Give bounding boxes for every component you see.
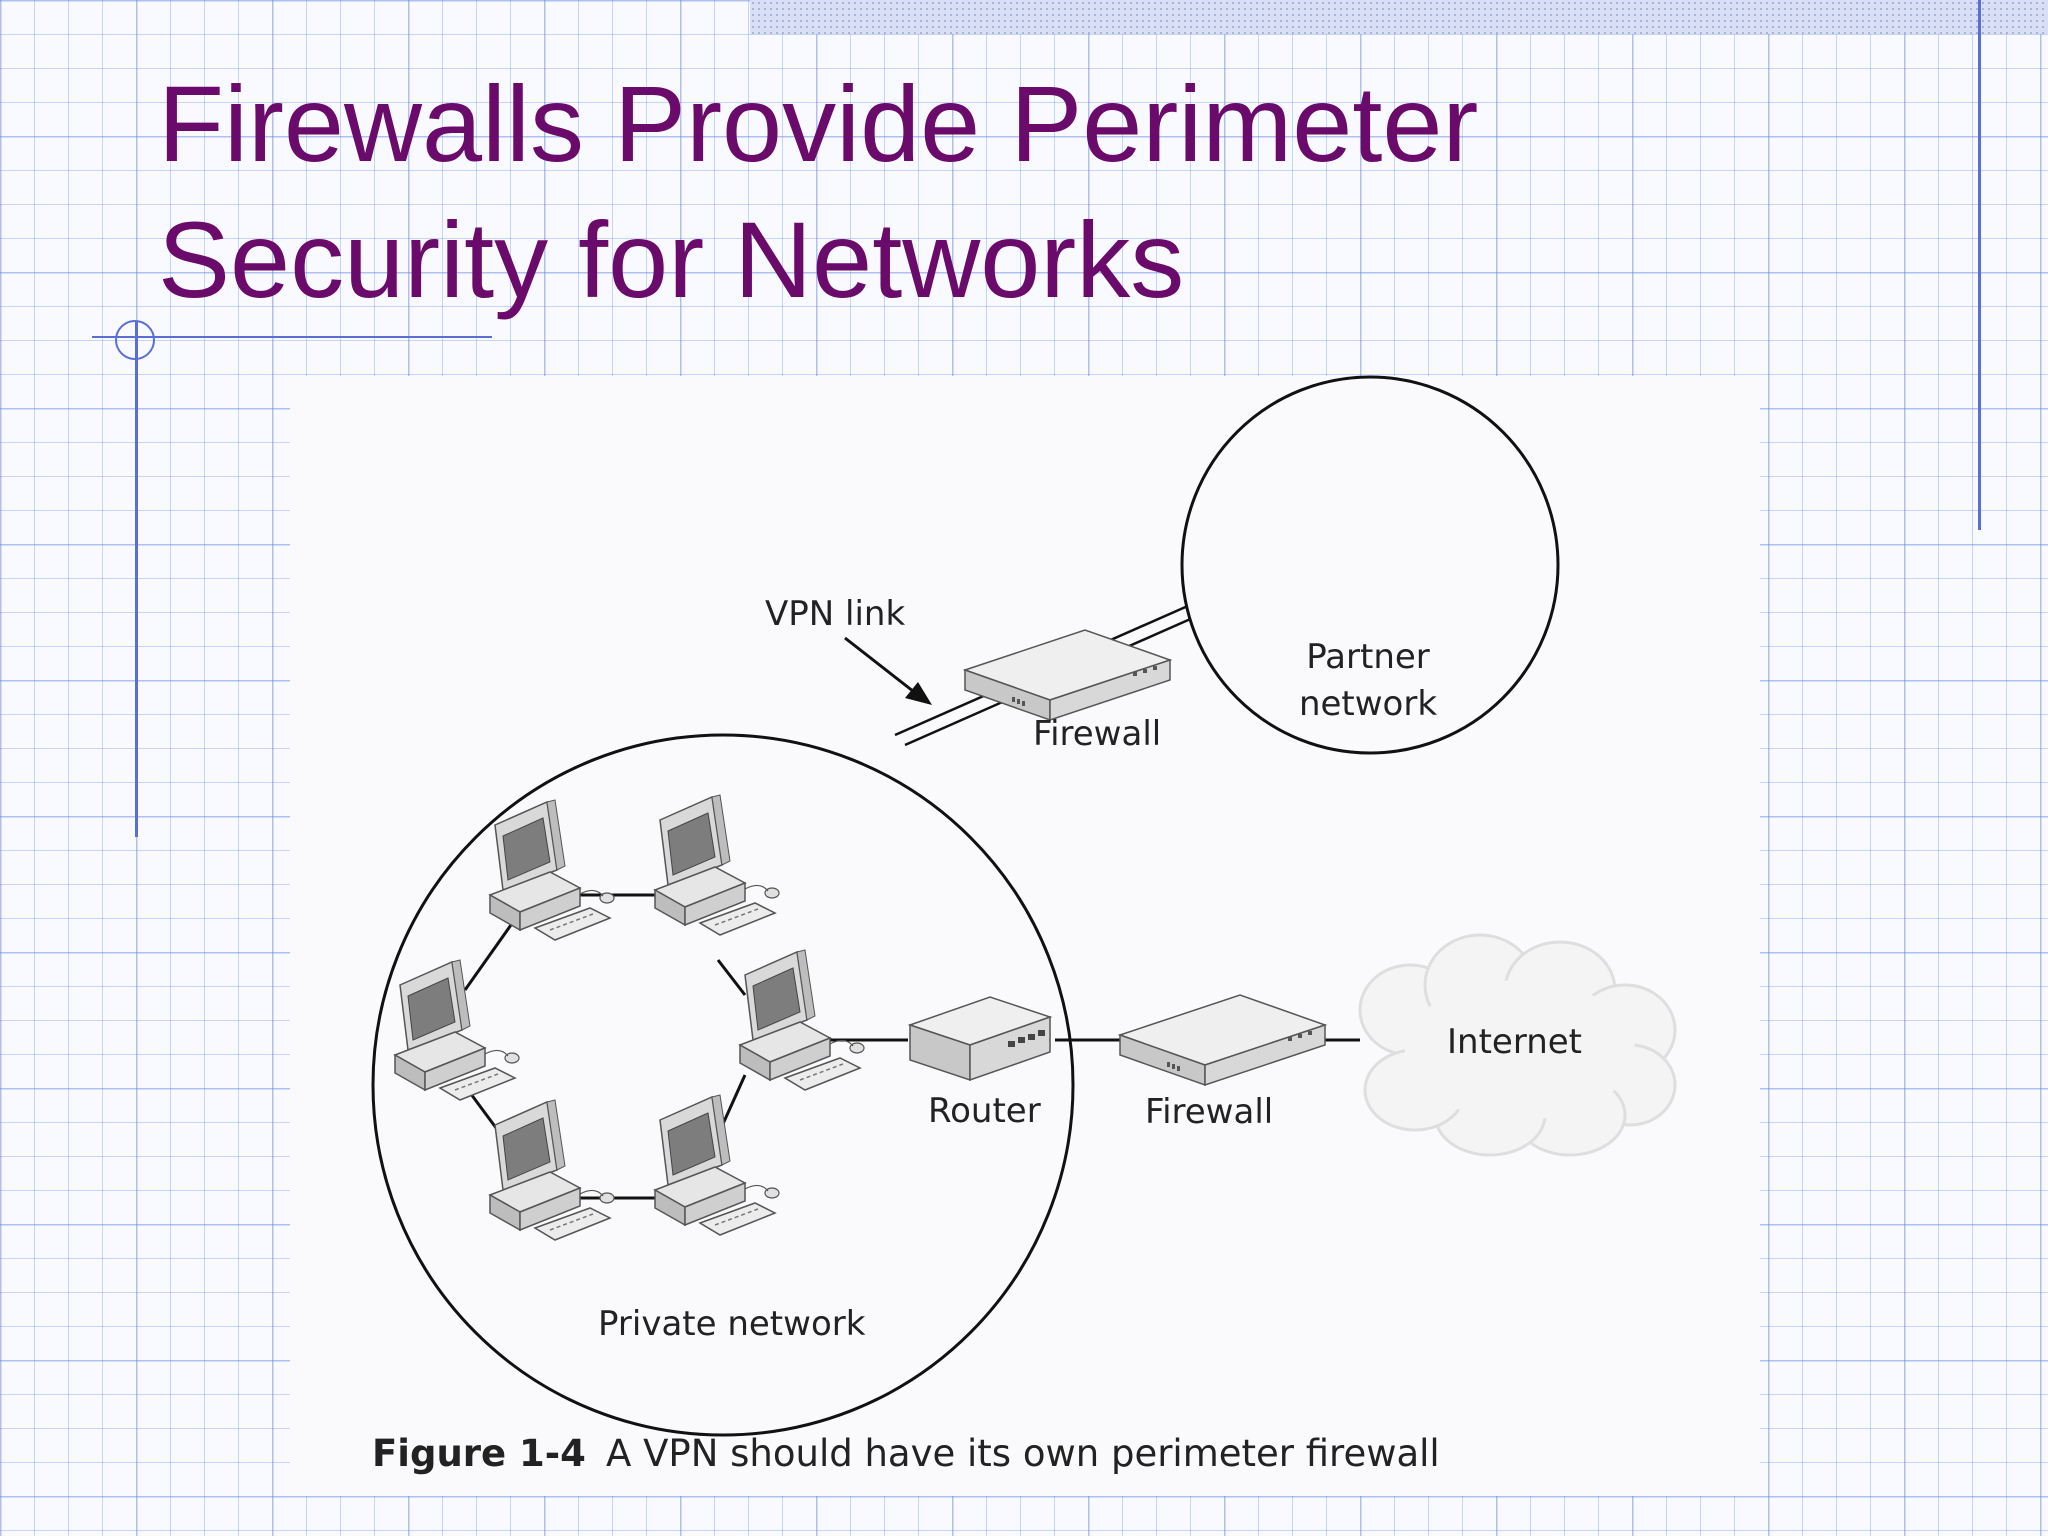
pc-top-left-icon xyxy=(489,799,615,941)
vpn-arrow xyxy=(844,636,932,705)
private-network-label: Private network xyxy=(598,1304,866,1344)
firewall-bottom-label: Firewall xyxy=(1145,1092,1273,1132)
title-line-1: Firewalls Provide Perimeter xyxy=(158,63,1479,184)
partner-network-label-line1: Partner xyxy=(1306,637,1430,677)
router-icon xyxy=(907,996,1053,1082)
internet-cloud xyxy=(1358,933,1677,1157)
firewall-bottom-icon xyxy=(1119,994,1326,1086)
firewall-top-icon xyxy=(964,629,1171,721)
pc-bottom-right-icon xyxy=(654,1094,780,1236)
title-underline xyxy=(92,336,492,338)
top-decorative-band xyxy=(750,0,2048,34)
vpn-link-label: VPN link xyxy=(765,594,905,634)
figure-caption: A VPN should have its own perimeter fire… xyxy=(606,1432,1440,1475)
pc-top-right-icon xyxy=(654,794,780,936)
pc-left-icon xyxy=(394,959,520,1101)
pc-bottom-left-icon xyxy=(489,1099,615,1241)
partner-network-label-line2: network xyxy=(1299,684,1437,724)
internet-label: Internet xyxy=(1447,1022,1582,1062)
right-accent-line xyxy=(1978,0,1981,530)
corner-circle-mark xyxy=(115,320,155,360)
private-network-circle xyxy=(371,733,1075,1437)
title-line-2: Security for Networks xyxy=(158,199,1185,320)
firewall-top-label: Firewall xyxy=(1033,714,1161,754)
figure-number: Figure 1-4 xyxy=(372,1432,586,1475)
router-label: Router xyxy=(928,1091,1041,1131)
left-accent-line xyxy=(135,322,138,837)
pc-right-icon xyxy=(739,949,865,1091)
partner-network-circle xyxy=(1180,375,1560,755)
slide-title: Firewalls Provide Perimeter Security for… xyxy=(158,56,1858,328)
